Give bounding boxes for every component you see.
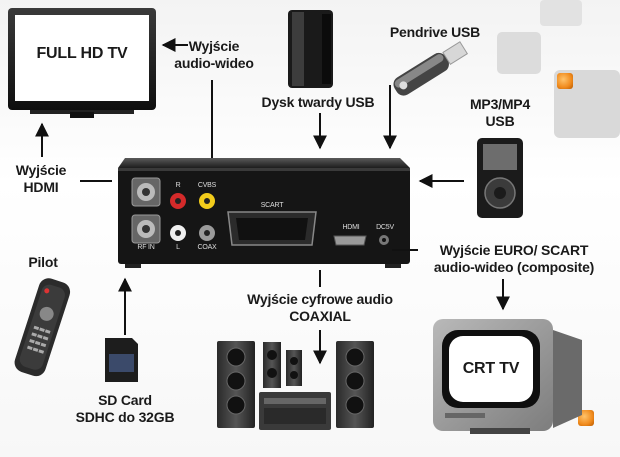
connection-arrows [35, 38, 510, 365]
sd-line1: SD Card [98, 392, 152, 408]
port-hdmi-label: HDMI [342, 224, 360, 231]
set-top-box [118, 158, 410, 268]
remote-control [14, 278, 71, 377]
hdmi-line2: HDMI [23, 179, 59, 195]
port-rf-in-label: RF IN [137, 244, 155, 251]
av-out-label: Wyjście audio-wideo [168, 38, 260, 72]
pilot-label: Pilot [28, 254, 58, 270]
mp3-label: MP3/MP4 USB [462, 96, 538, 130]
pendrive-label: Pendrive USB [389, 24, 481, 40]
digital-audio-label: Wyjście cyfrowe audio COAXIAL [234, 291, 406, 325]
full-hd-tv-caption: FULL HD TV [36, 45, 128, 62]
usb-pendrive [393, 41, 469, 96]
speaker-set [217, 341, 374, 430]
digital-line2: COAXIAL [289, 308, 351, 324]
deco-square [540, 0, 582, 26]
sd-line2: SDHC do 32GB [75, 409, 175, 425]
crt-tv [433, 319, 582, 434]
hdmi-label: Wyjście HDMI [6, 162, 76, 196]
sd-card [105, 338, 138, 382]
full-hd-tv [8, 8, 156, 118]
port-scart-label: SCART [260, 202, 284, 209]
mp3-line1: MP3/MP4 [469, 96, 531, 112]
port-coax-label: COAX [197, 244, 217, 251]
port-r-label: R [175, 182, 181, 189]
euro-line2: audio-wideo (composite) [433, 259, 595, 275]
deco-square [497, 32, 541, 74]
hdd-label: Dysk twardy USB [261, 94, 375, 110]
deco-square-orange [557, 73, 573, 89]
av-out-line1: Wyjście [188, 38, 240, 54]
euro-line1: Wyjście EURO/ SCART [439, 242, 589, 258]
digital-line1: Wyjście cyfrowe audio [247, 291, 393, 307]
sd-card-label: SD Card SDHC do 32GB [68, 392, 182, 426]
usb-hdd [288, 10, 333, 88]
mp3-line2: USB [485, 113, 515, 129]
euro-scart-label: Wyjście EURO/ SCART audio-wideo (composi… [424, 242, 604, 276]
port-dc-label: DC5V [376, 224, 394, 231]
hdmi-line1: Wyjście [15, 162, 67, 178]
mp3-player [477, 138, 523, 218]
port-cvbs-label: CVBS [197, 182, 217, 189]
crt-tv-caption: CRT TV [462, 360, 520, 377]
port-l-label: L [176, 244, 180, 251]
av-out-line2: audio-wideo [174, 55, 254, 71]
